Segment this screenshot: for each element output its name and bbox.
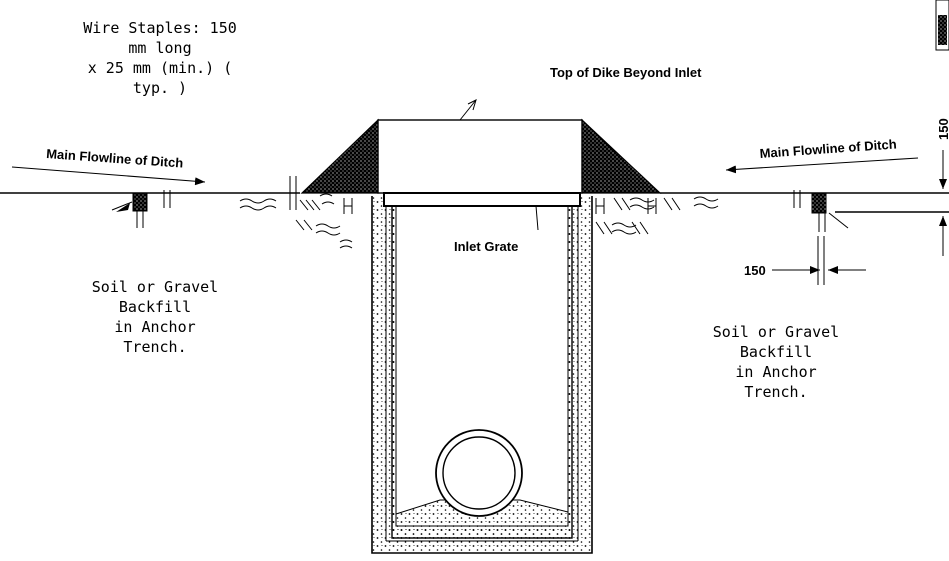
- inlet-structure: [371, 192, 593, 554]
- top-of-dike-label: Top of Dike Beyond Inlet: [550, 65, 702, 80]
- inlet-grate-label: Inlet Grate: [454, 239, 518, 254]
- svg-text:Backfill: Backfill: [119, 298, 191, 316]
- dimension-150-vertical-label: 150: [936, 118, 949, 140]
- dimension-150-horizontal: [772, 236, 866, 285]
- backfill-left-label: Soil or Gravel Backfill in Anchor Trench…: [92, 278, 218, 356]
- svg-text:Trench.: Trench.: [123, 338, 186, 356]
- anchor-trench-left: [111, 176, 297, 228]
- svg-text:in Anchor: in Anchor: [735, 363, 816, 381]
- svg-text:typ. ): typ. ): [133, 79, 187, 97]
- flowline-arrows: [11, 157, 919, 186]
- svg-text:in Anchor: in Anchor: [114, 318, 195, 336]
- soil-hatching: [239, 193, 719, 249]
- svg-text:Backfill: Backfill: [740, 343, 812, 361]
- backfill-right-label: Soil or Gravel Backfill in Anchor Trench…: [713, 323, 839, 401]
- flowline-left-label: Main Flowline of Ditch: [46, 146, 184, 171]
- svg-text:Wire Staples: 150: Wire Staples: 150: [83, 19, 237, 37]
- dimension-150-horizontal-label: 150: [744, 263, 766, 278]
- svg-text:Trench.: Trench.: [744, 383, 807, 401]
- anchor-trench-right: [793, 0, 949, 232]
- svg-text:x 25 mm (min.) (: x 25 mm (min.) (: [88, 59, 233, 77]
- dike: [300, 99, 662, 194]
- wire-staples-label: Wire Staples: 150 mm long x 25 mm (min.)…: [83, 19, 237, 97]
- svg-text:Soil or Gravel: Soil or Gravel: [713, 323, 839, 341]
- flowline-right-label: Main Flowline of Ditch: [759, 136, 897, 161]
- ground-line: [0, 192, 949, 213]
- svg-text:mm long: mm long: [128, 39, 191, 57]
- svg-text:Soil or Gravel: Soil or Gravel: [92, 278, 218, 296]
